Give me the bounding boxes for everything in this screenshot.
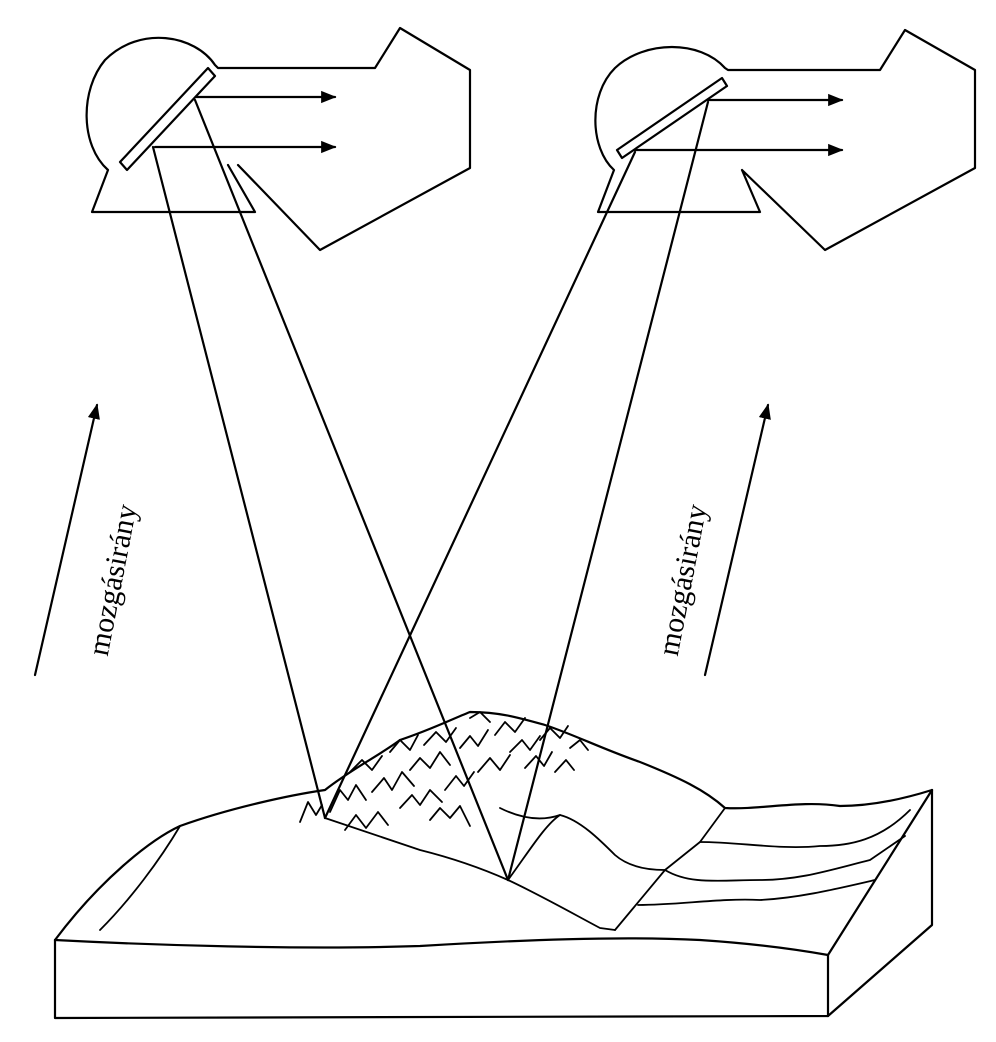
terrain-block — [53, 710, 934, 1020]
arrow-up-icon — [33, 403, 100, 677]
arrow-up-icon — [703, 403, 771, 677]
scanner-sensor-icon — [594, 28, 977, 252]
scanner-sensor-icon — [85, 26, 472, 252]
mountain-texture — [299, 711, 589, 831]
scan-beams — [151, 98, 710, 882]
